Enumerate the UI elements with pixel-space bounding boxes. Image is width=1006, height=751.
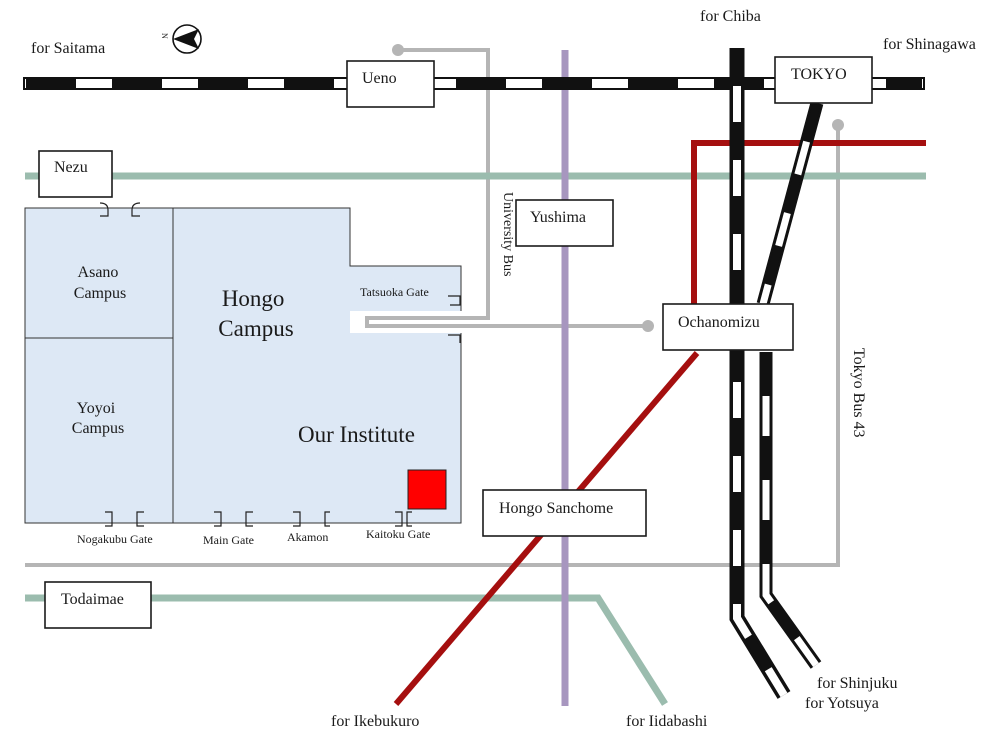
hongo-sanchome-station-box <box>482 489 647 537</box>
campus-areas <box>24 207 462 524</box>
bus-routes <box>25 48 840 567</box>
north-arrow-icon: N <box>160 24 202 54</box>
nezu-station-box <box>38 150 113 198</box>
station-todaimae: Todaimae <box>61 591 124 608</box>
direction-shinagawa: for Shinagawa <box>883 36 976 53</box>
bus-stop-ueno <box>392 44 404 56</box>
bus-stop-tokyo <box>832 119 844 131</box>
station-yushima: Yushima <box>530 209 586 226</box>
tokyo-station-box <box>774 56 873 104</box>
university-bus-route <box>365 48 648 328</box>
station-tokyo: TOKYO <box>791 66 847 83</box>
jr-main-line <box>23 77 925 90</box>
direction-saitama: for Saitama <box>31 40 105 57</box>
gate-kaitoku: Kaitoku Gate <box>366 527 430 541</box>
jr-sobu-line <box>759 352 822 669</box>
todaimae-station-box <box>44 581 152 629</box>
direction-ikebukuro: for Ikebukuro <box>331 713 419 730</box>
red-line <box>393 140 926 706</box>
compass-letter: N <box>160 33 169 39</box>
tokyo-bus-43-route <box>25 125 840 567</box>
gate-tatsuoka: Tatsuoka Gate <box>360 285 429 299</box>
hongo-campus-area <box>172 207 462 524</box>
gate-nogakubu: Nogakubu Gate <box>77 532 153 546</box>
tokyo-bus-43-label: Tokyo Bus 43 <box>850 348 867 438</box>
station-hongo-sanchome: Hongo Sanchome <box>499 500 613 517</box>
gate-main: Main Gate <box>203 533 254 547</box>
station-nezu: Nezu <box>54 159 88 176</box>
yayoi-campus-area <box>24 337 174 524</box>
gate-akamon: Akamon <box>287 530 328 544</box>
yayoi-campus-label: Yoyoi Campus <box>72 400 124 437</box>
station-ueno: Ueno <box>362 70 397 87</box>
campus-labels: Asano Campus Yoyoi Campus Hongo Campus O… <box>72 264 415 447</box>
jr-chuo-line <box>729 48 791 699</box>
ochanomizu-station-box <box>662 303 794 351</box>
station-boxes <box>38 56 873 629</box>
university-bus-label: University Bus <box>500 192 515 276</box>
hongo-campus-label: Hongo Campus <box>218 286 293 341</box>
station-labels: Ueno TOKYO Nezu Yushima Ochanomizu Hongo… <box>54 66 847 608</box>
green-line <box>25 172 926 706</box>
yushima-station-box <box>515 199 614 247</box>
gate-labels: Tatsuoka Gate Nogakubu Gate Main Gate Ak… <box>77 285 430 547</box>
gate-marks <box>99 202 461 527</box>
institute-marker <box>407 469 447 510</box>
direction-yotsuya: for Yotsuya <box>805 695 879 712</box>
direction-labels: for Saitama for Chiba for Shinagawa for … <box>31 8 976 730</box>
direction-shinjuku: for Shinjuku <box>817 675 897 692</box>
asano-campus-label: Asano Campus <box>74 264 126 302</box>
asano-campus-area <box>24 207 174 339</box>
institute-label: Our Institute <box>298 422 415 447</box>
jr-diagonal-line <box>756 101 824 306</box>
direction-iidabashi: for Iidabashi <box>626 713 708 730</box>
direction-chiba: for Chiba <box>700 8 761 25</box>
station-ochanomizu: Ochanomizu <box>678 314 760 331</box>
bus-stop-ochanomizu <box>642 320 654 332</box>
ueno-station-box <box>346 60 435 108</box>
